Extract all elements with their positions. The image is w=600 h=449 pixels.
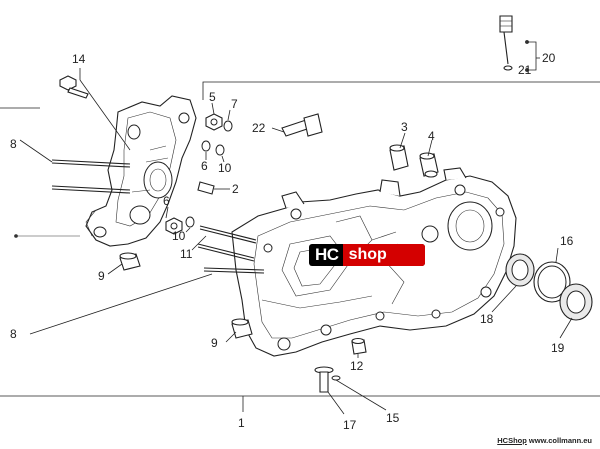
logo-shop-text: shop [342,244,425,266]
part-8-studs-lower [203,267,265,274]
callout-16: 16 [560,234,574,248]
logo-hc-text: HC [315,245,339,264]
part-14-bolt [59,75,89,99]
callout-labels: 14 8 5 7 6 10 2 6 10 11 9 8 22 3 4 20 21… [10,51,574,432]
callout-2: 2 [232,182,239,196]
part-9-bush-right [231,318,253,339]
leader-lines [19,68,573,415]
callout-1: 1 [238,416,245,430]
callout-3: 3 [401,120,408,134]
callout-4: 4 [428,129,435,143]
part-16-circlip [533,261,571,303]
part-8-studs-upper [14,159,131,238]
parts-5-7-6-10-upper [201,113,233,156]
part-12-pin [351,337,367,355]
part-11-studs [197,225,257,262]
part-19-oil-seal [559,283,593,321]
part-3-sleeve [389,144,409,171]
callout-11: 11 [180,247,193,261]
callout-10-upper: 10 [218,161,232,175]
callout-9-right: 9 [211,336,218,350]
callout-22: 22 [252,121,266,135]
callout-8-upper: 8 [10,137,17,151]
part-15-17-drain [314,366,341,393]
part-18-seal [505,253,535,287]
footer-site: www.collmann.eu [528,436,592,445]
left-crankcase-half [85,95,197,247]
callout-15: 15 [386,411,400,425]
callout-17: 17 [343,418,357,432]
callout-10-lower: 10 [172,229,186,243]
callout-9-left: 9 [98,269,105,283]
part-20-21-dipstick [499,15,540,72]
callout-14: 14 [72,52,86,66]
callout-12: 12 [350,359,364,373]
callout-20: 20 [542,51,556,65]
callout-19: 19 [551,341,565,355]
part-22-fitting [281,113,323,137]
footer-brand: HCShop [497,436,527,445]
callout-6-upper: 6 [201,159,208,173]
part-9-bush-left [119,252,141,271]
callout-21: 21 [518,63,532,77]
callout-6-lower: 6 [163,194,170,208]
parts-6-10-lower [165,216,195,235]
main-crankcase [231,167,517,357]
callout-8-lower: 8 [10,327,17,341]
part-4-bush [419,152,439,178]
footer-credit: HCShop www.collmann.eu [497,436,592,445]
hc-shop-logo: HC shop [309,244,425,266]
reference-frame [0,81,600,412]
callout-5: 5 [209,90,216,104]
part-2-dowel [197,181,215,195]
callout-18: 18 [480,312,494,326]
callout-7: 7 [231,97,238,111]
